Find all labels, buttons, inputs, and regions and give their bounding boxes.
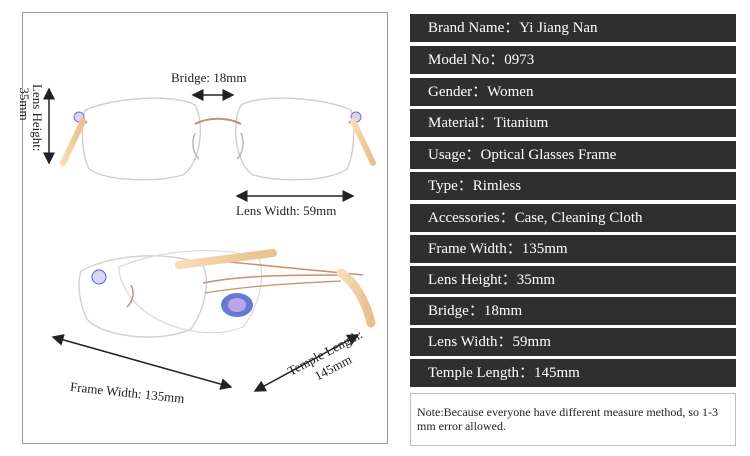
lens-width-label: Lens Width: 59mm — [236, 203, 337, 218]
spec-value: 59mm — [512, 334, 551, 350]
glasses-illustration — [43, 87, 376, 392]
spec-row-bridge: Bridge：18mm — [410, 297, 736, 325]
spec-value: Titanium — [493, 115, 549, 131]
lens-height-label-line2: 35mm — [17, 87, 32, 121]
spec-row-temple-length: Temple Length：145mm — [410, 359, 736, 387]
spec-row-usage: Usage：Optical Glasses Frame — [410, 141, 736, 169]
spec-value: 135mm — [521, 241, 568, 257]
spec-value: 0973 — [504, 52, 535, 68]
spec-key: Frame Width： — [428, 241, 522, 257]
spec-row-accessories: Accessories：Case, Cleaning Cloth — [410, 204, 736, 232]
spec-key: Bridge： — [428, 303, 484, 319]
spec-key: Temple Length： — [428, 365, 535, 381]
spec-row-lens-height: Lens Height：35mm — [410, 266, 736, 294]
spec-key: Type： — [428, 178, 473, 194]
glasses-front-image — [60, 97, 376, 181]
spec-value: 145mm — [534, 365, 580, 381]
spec-key: Brand Name： — [428, 20, 520, 36]
temple-length-arrow — [253, 334, 360, 392]
spec-value: Case, Cleaning Cloth — [514, 210, 643, 226]
spec-key: Usage： — [428, 147, 481, 163]
spec-table: Brand Name：Yi Jiang Nan Model No：0973 Ge… — [410, 14, 736, 446]
spec-key: Gender： — [428, 84, 488, 100]
spec-value: Rimless — [472, 178, 522, 194]
spec-row-frame-width: Frame Width：135mm — [410, 235, 736, 263]
spec-value: Women — [487, 84, 534, 100]
spec-row-type: Type：Rimless — [410, 172, 736, 200]
spec-value: 18mm — [483, 303, 523, 319]
bridge-label: Bridge: 18mm — [171, 70, 247, 85]
measurement-note: Note:Because everyone have different mea… — [410, 393, 736, 446]
spec-key: Model No： — [428, 52, 505, 68]
spec-row-material: Material：Titanium — [410, 109, 736, 137]
spec-value: Yi Jiang Nan — [519, 20, 598, 36]
spec-key: Accessories： — [428, 210, 515, 226]
lens-height-label: Lens Height: 35mm — [17, 84, 45, 152]
spec-key: Material： — [428, 115, 494, 131]
glasses-angled-image — [78, 249, 376, 338]
spec-value: Optical Glasses Frame — [480, 147, 617, 163]
spec-key: Lens Height： — [428, 272, 517, 288]
spec-value: 35mm — [516, 272, 556, 288]
product-dimension-panel: Bridge: 18mm Lens Width: 59mm Frame Widt… — [17, 12, 388, 444]
spec-row-brand: Brand Name：Yi Jiang Nan — [410, 14, 736, 42]
spec-row-model: Model No：0973 — [410, 46, 736, 74]
spec-row-gender: Gender：Women — [410, 78, 736, 106]
frame-width-arrow — [51, 334, 233, 390]
spec-key: Lens Width： — [428, 334, 513, 350]
spec-row-lens-width: Lens Width：59mm — [410, 328, 736, 356]
lens-height-label-line1: Lens Height: — [30, 84, 45, 152]
